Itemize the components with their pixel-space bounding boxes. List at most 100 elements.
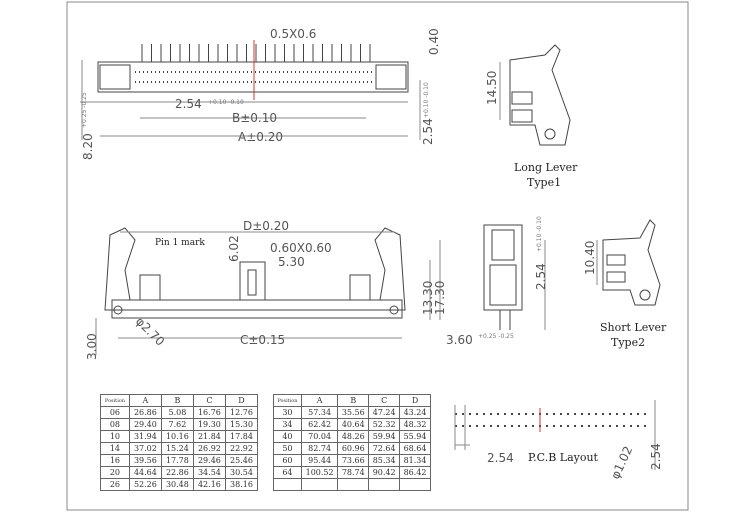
table-header-cell: D [399, 394, 431, 407]
long-lever-type: Type1 [527, 176, 561, 189]
table-cell [273, 478, 302, 491]
pcb-layout-title: P.C.B Layout [528, 451, 599, 464]
table-cell: 38.16 [224, 478, 259, 491]
table-header-cell: B [337, 394, 370, 407]
table-cell: 64 [273, 466, 302, 479]
short-lever-type: Type2 [611, 336, 645, 349]
pitch-label: 2.54 [175, 97, 202, 111]
table-header-cell: A [128, 394, 162, 407]
table-cell: 31.94 [128, 430, 162, 443]
table-cell [300, 478, 339, 491]
table-cell: 12.76 [224, 406, 259, 419]
table-cell [337, 478, 370, 491]
front-view [95, 227, 441, 355]
table-cell: 17.78 [160, 454, 194, 467]
table-cell: 60 [273, 454, 302, 467]
table-cell: 59.94 [368, 430, 401, 443]
table-cell: 52.26 [128, 478, 162, 491]
pitch-tol-label: +0.10 -0.10 [208, 99, 244, 106]
table-cell: 16 [100, 454, 130, 467]
table-cell: 21.84 [192, 430, 226, 443]
table-cell: 82.74 [300, 442, 339, 455]
table-cell: 29.46 [192, 454, 226, 467]
table-cell: 86.42 [399, 466, 431, 479]
long-lever-title: Long Lever [514, 161, 578, 174]
pcb-layout-view [454, 400, 656, 470]
row-pitch-label: 2.54 [421, 118, 435, 145]
pcb-hole-label: φ1.02 [608, 444, 635, 481]
table-cell: 30.48 [160, 478, 194, 491]
table-header-cell: A [300, 394, 339, 407]
table-header-cell: D [224, 394, 259, 407]
table-header-cell: C [192, 394, 226, 407]
pin1-mark-label: Pin 1 mark [155, 238, 205, 248]
table-cell: 47.24 [368, 406, 401, 419]
table-cell: 20 [100, 466, 130, 479]
table-cell: 62.42 [300, 418, 339, 431]
table-cell [368, 478, 401, 491]
dim-a-label: A±0.20 [238, 130, 283, 144]
pin-size-label: 0.5X0.6 [270, 27, 316, 41]
table-cell: 15.30 [224, 418, 259, 431]
long-lever-height-label: 14.50 [485, 71, 499, 105]
table-cell: 14 [100, 442, 130, 455]
top-view [80, 40, 421, 140]
table-cell: 68.64 [399, 442, 431, 455]
table-cell [399, 478, 431, 491]
long-lever-view [499, 44, 571, 146]
table-cell: 10 [100, 430, 130, 443]
table-cell: 40.64 [337, 418, 370, 431]
side-pitch-label: 2.54 [534, 263, 548, 290]
height-2-label: 17.30 [433, 281, 447, 315]
base-height-label: 3.00 [85, 333, 99, 360]
table-cell: 37.02 [128, 442, 162, 455]
table-row [273, 478, 431, 491]
table-cell: 22.92 [224, 442, 259, 455]
table-cell: 40 [273, 430, 302, 443]
table-cell: 26 [100, 478, 130, 491]
table-header-cell: B [160, 394, 194, 407]
table-cell: 26.92 [192, 442, 226, 455]
table-cell: 44.64 [128, 466, 162, 479]
dim-c-label: C±0.15 [240, 333, 285, 347]
table-cell: 78.74 [337, 466, 370, 479]
table-cell: 7.62 [160, 418, 194, 431]
table-cell: 15.24 [160, 442, 194, 455]
table-cell: 35.56 [337, 406, 370, 419]
table-cell: 90.42 [368, 466, 401, 479]
frame-border [66, 1, 689, 511]
table-cell: 30.54 [224, 466, 259, 479]
table-cell: 52.32 [368, 418, 401, 431]
table-cell: 48.26 [337, 430, 370, 443]
table-cell: 100.52 [300, 466, 339, 479]
short-lever-height-label: 10.40 [583, 241, 597, 275]
pin-height-tol-label: 0.40 [427, 28, 441, 55]
table-cell: 34 [273, 418, 302, 431]
depth-label: 8.20 [81, 133, 95, 160]
table-cell: 57.34 [300, 406, 339, 419]
table-cell: 25.46 [224, 454, 259, 467]
table-cell: 48.32 [399, 418, 431, 431]
height-1-label: 13.30 [421, 281, 435, 315]
table-cell: 72.64 [368, 442, 401, 455]
table-cell: 85.34 [368, 454, 401, 467]
dim-b-label: B±0.10 [232, 111, 277, 125]
short-lever-title: Short Lever [600, 321, 667, 334]
short-lever-view [596, 219, 661, 306]
table-cell: 95.44 [300, 454, 339, 467]
table-cell: 30 [273, 406, 302, 419]
slot-size-label: 0.60X0.60 [270, 241, 332, 255]
